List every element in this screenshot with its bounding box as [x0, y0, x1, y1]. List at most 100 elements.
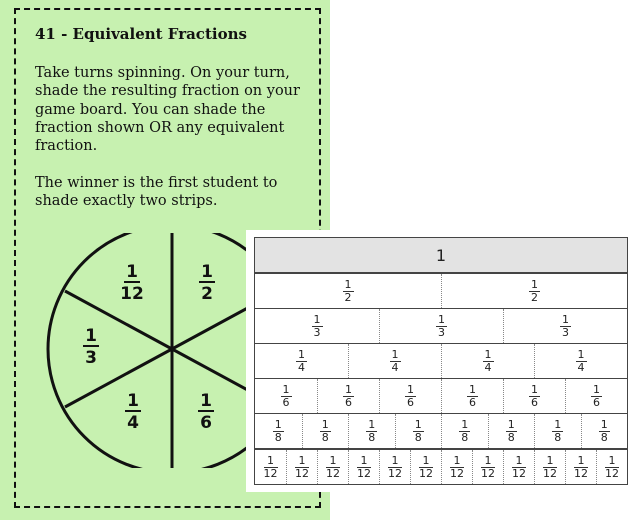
fraction-numerator: 1	[342, 277, 354, 292]
fraction-denominator: 12	[388, 466, 402, 480]
fraction-denominator: 8	[368, 430, 376, 444]
fraction-numerator: 1	[389, 347, 401, 362]
fraction-denominator: 3	[562, 325, 569, 339]
fraction-denominator: 8	[554, 430, 562, 444]
fraction-numerator: 1	[366, 417, 378, 432]
fraction-numerator: 1	[529, 382, 540, 397]
fraction-numerator: 1	[575, 347, 587, 362]
fraction-denominator: 6	[282, 395, 290, 409]
card-title: 41 - Equivalent Fractions	[35, 25, 247, 43]
fraction-numerator: 1	[481, 454, 495, 468]
fraction-numerator: 1	[357, 454, 371, 468]
fraction-denominator: 6	[407, 395, 414, 409]
fraction-numerator: 1	[296, 347, 307, 362]
fraction-denominator: 12	[543, 466, 557, 480]
fraction-numerator: 1	[419, 454, 433, 468]
fraction-numerator: 1	[512, 454, 526, 468]
fraction-numerator: 1	[436, 312, 447, 327]
fraction-numerator: 1	[388, 454, 402, 468]
fraction-denominator: 12	[605, 466, 619, 480]
whole-strip[interactable]: 1	[254, 237, 628, 273]
whole-label: 1	[435, 245, 447, 265]
fraction-numerator: 1	[459, 417, 471, 432]
fraction-numerator: 1	[467, 382, 478, 397]
spinner-wheel[interactable]	[46, 233, 246, 468]
fraction-numerator: 1	[552, 417, 564, 432]
fraction-numerator: 1	[605, 454, 619, 468]
fraction-denominator: 3	[438, 325, 445, 339]
fraction-denominator: 12	[574, 466, 588, 480]
fraction-denominator: 8	[507, 430, 515, 444]
fraction-numerator: 1	[591, 382, 602, 397]
fraction-denominator: 6	[531, 395, 538, 409]
fraction-numerator: 1	[272, 417, 284, 432]
spinner-divider	[171, 347, 246, 391]
fraction-numerator: 1	[280, 382, 292, 397]
whole-cell[interactable]: 1	[255, 238, 627, 272]
fraction-numerator: 1	[529, 277, 540, 292]
fraction-numerator: 1	[412, 417, 424, 432]
fraction-denominator: 8	[600, 430, 608, 444]
fraction-denominator: 4	[298, 360, 305, 374]
fraction-denominator: 8	[274, 430, 282, 444]
